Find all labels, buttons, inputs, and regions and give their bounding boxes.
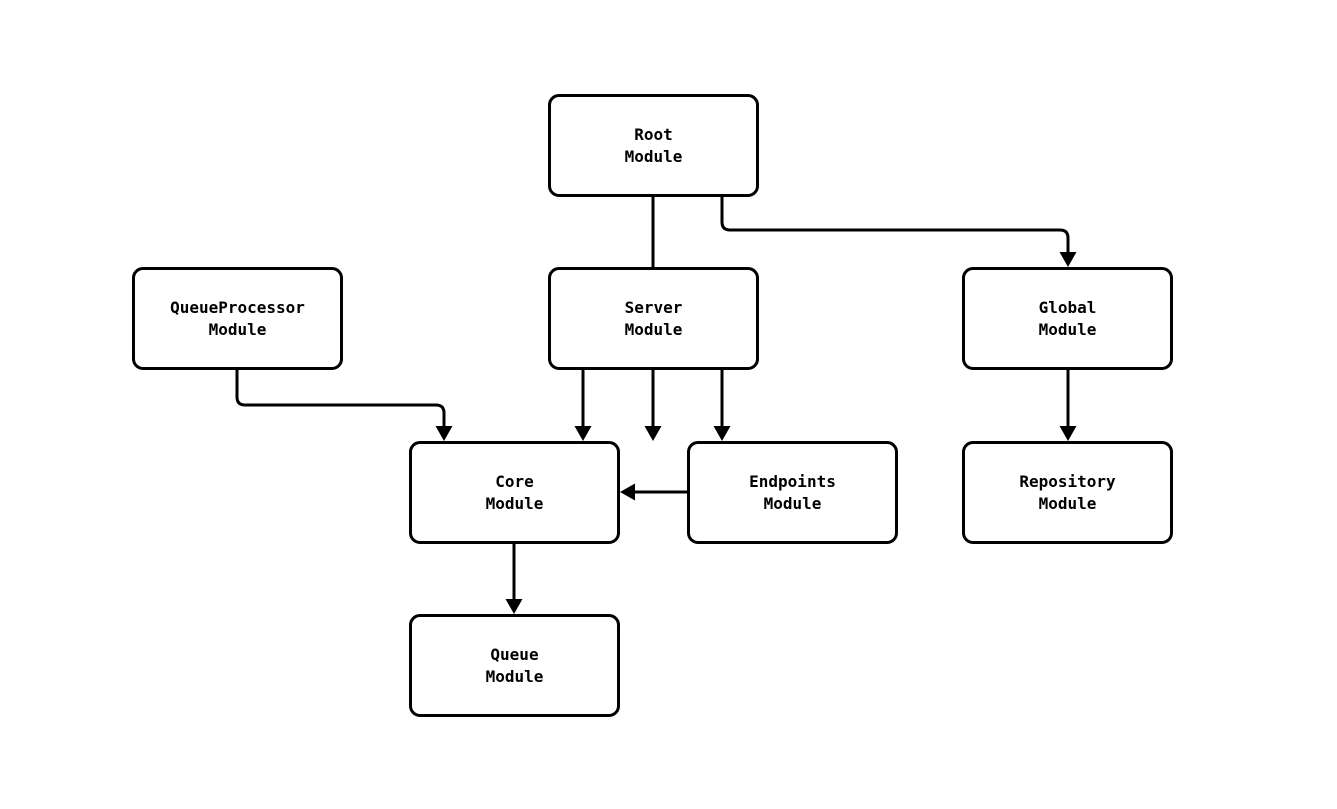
edge-endpoints-to-core — [620, 483, 687, 501]
node-label-secondary: Module — [1038, 493, 1097, 513]
node-label-primary: Root — [634, 124, 673, 144]
edge-line — [235, 370, 446, 429]
node-label-primary: Repository — [1019, 471, 1116, 491]
node-label-primary: Global — [1038, 297, 1097, 317]
edge-arrowhead — [435, 426, 453, 441]
edge-arrowhead — [1059, 252, 1077, 267]
node-label-primary: Server — [624, 297, 683, 317]
edge-line — [720, 197, 1070, 255]
edge-server-to-core — [574, 370, 592, 441]
node-label-primary: QueueProcessor — [170, 297, 305, 317]
edge-arrowhead — [1059, 426, 1077, 441]
edge-arrowhead — [620, 483, 635, 501]
edge-queueprocessor-to-core — [235, 370, 453, 441]
node-label-secondary: Module — [624, 146, 683, 166]
node-label-secondary: Module — [763, 493, 822, 513]
edge-global-to-repository — [1059, 370, 1077, 441]
edge-arrowhead — [574, 426, 592, 441]
edge-core-to-queue — [505, 544, 523, 614]
node-label-secondary: Module — [485, 493, 544, 513]
edge-arrowhead — [713, 426, 731, 441]
node-label-secondary: Module — [485, 666, 544, 686]
edge-root-to-global — [720, 197, 1077, 267]
node-label-primary: Endpoints — [749, 471, 836, 491]
node-label-secondary: Module — [208, 319, 267, 339]
node-label-secondary: Module — [624, 319, 683, 339]
node-label-primary: Core — [495, 471, 534, 491]
node-label-primary: Queue — [490, 644, 539, 664]
edge-server-to-endpoints — [713, 370, 731, 441]
edge-arrowhead — [644, 426, 662, 441]
node-label-secondary: Module — [1038, 319, 1097, 339]
edge-arrowhead — [505, 599, 523, 614]
